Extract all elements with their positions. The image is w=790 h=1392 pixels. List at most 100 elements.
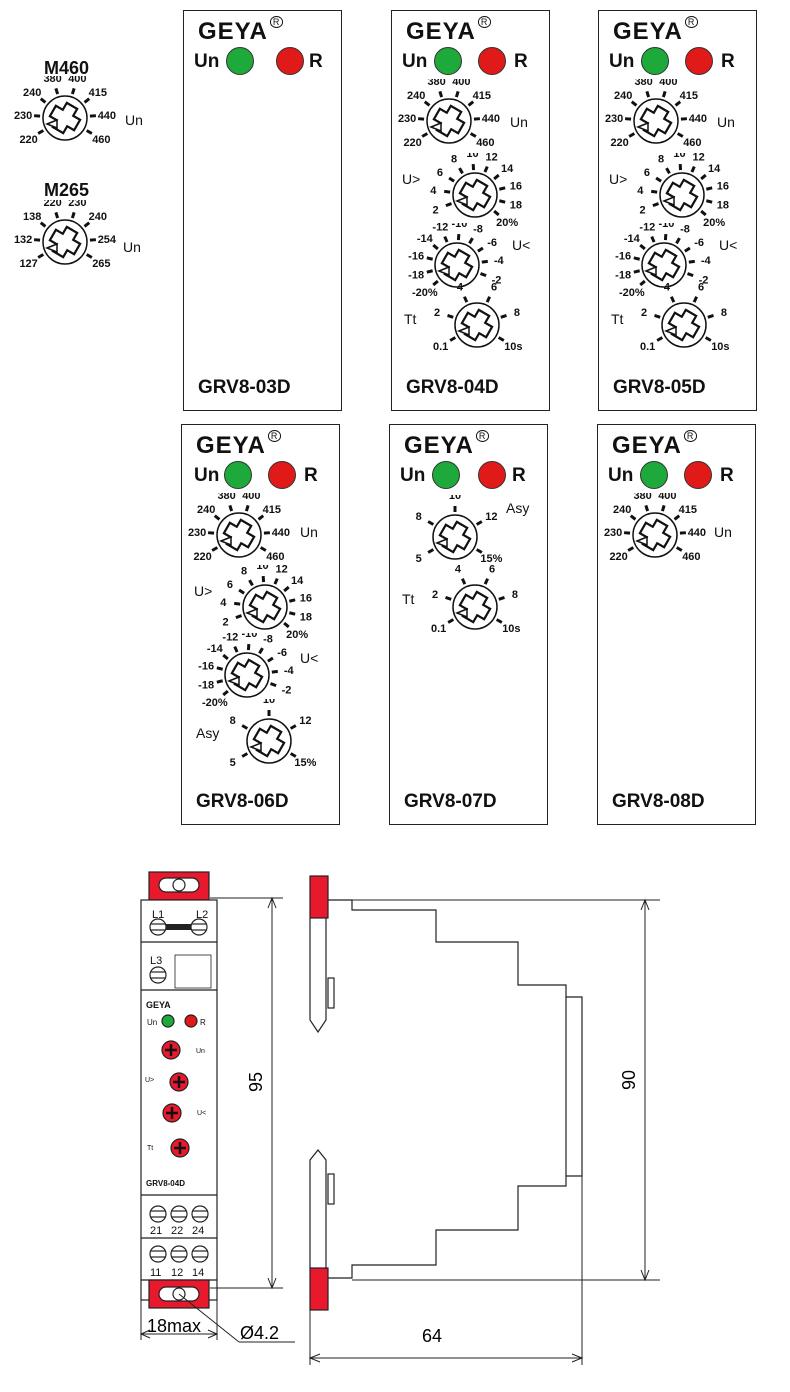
dial-tick-mark [438,90,444,98]
dimension-18max: 18max [147,1316,201,1336]
dial-tick-mark [463,296,469,303]
uunder-dial[interactable]: -2-4-6-8-10-12-14-16-18-20% [402,218,512,303]
dial-tick-label: 12 [486,153,498,163]
dial-tick-mark [670,296,676,303]
dimension-64: 64 [422,1326,442,1346]
relay-led-icon [478,47,506,75]
dial-tick-label: 6 [698,283,704,294]
relay-led-icon [478,461,506,489]
dial-tick-label: 230 [604,527,622,539]
dial-tick-label: -16 [615,250,631,262]
dial-tick-mark [652,202,660,208]
tt-dial-label: Tt [404,311,417,327]
dial-tick-mark [39,221,47,228]
variant-m460-title: M460 [44,58,90,78]
dial-tick-mark [665,167,671,175]
dial-tick-mark [675,237,681,245]
dial-tick-label: -2 [282,684,292,696]
dial-tick-label: 240 [197,504,215,516]
uunder-dial[interactable]: -2-4-6-8-10-12-14-16-18-20% [192,628,302,713]
dial-tick-mark [448,176,455,183]
dial-tick-mark [675,546,683,552]
dial-pointer-icon [643,265,657,277]
dial-tick-label: 20% [286,629,308,641]
dial-pointer-icon [44,242,58,254]
dial-tick-mark [458,167,464,175]
dial-tick-mark [85,253,93,259]
dial-tick-label: 14 [501,163,514,175]
dial-tick-mark [258,647,264,655]
dial-tick-label: 400 [68,76,86,85]
side-view [309,875,583,1311]
dial-tick-label: 4 [637,185,644,197]
dial-tick-label: -10 [241,633,257,640]
uover-dial-label: U> [194,583,213,599]
dial-tick-label: 0.1 [433,341,448,353]
dial-tick-label: 460 [476,137,494,149]
asy-dial-label: Asy [506,500,530,516]
dimension-90: 90 [619,1070,639,1090]
dial-tick-mark [498,595,505,601]
dial-tick-mark [700,173,707,181]
dial-pointer-icon [44,118,58,130]
dial-tick-mark [241,752,249,758]
dial-tick-label: 6 [227,579,233,591]
mini-uover-dial-label: U> [145,1077,154,1084]
dial-pointer-icon [456,325,470,337]
dial-tick-mark [269,682,277,688]
dial-pointer-icon [436,265,450,277]
power-led-icon [224,461,252,489]
dial-tick-mark [421,132,429,138]
dimension-hole: Ø4.2 [240,1323,279,1343]
dial-tick-label: 8 [721,307,727,319]
dial-tick-label: 138 [23,211,41,223]
dial-tick-mark [661,90,667,98]
power-led-icon [226,47,254,75]
dial-tick-mark [500,313,507,319]
r-led-label: R [720,465,734,486]
dial-tick-mark [493,173,500,181]
dial-tick-label: 220 [610,137,628,149]
dial-tick-label: -18 [198,680,214,692]
terminal-l1-label: L1 [152,909,164,921]
dial-tick-mark [267,656,274,663]
dial-tick-mark [426,269,434,274]
dial-tick-label: 14 [291,575,304,587]
dial-tick-label: -14 [417,233,434,245]
terminal-12-label: 12 [171,1267,183,1279]
dial-tick-label: 20% [703,217,725,229]
dial-tick-label: 230 [398,113,416,125]
dial-tick-label: 240 [89,211,107,223]
dial-tick-label: 460 [683,137,701,149]
mini-un-dial-label: Un [196,1048,205,1055]
dial-tick-label: 240 [613,504,631,516]
dial-tick-label: 2 [434,307,440,319]
dial-tick-label: 380 [634,79,652,88]
dial-tick-mark [651,189,658,194]
dial-tick-label: 8 [230,715,236,727]
dial-tick-mark [498,199,506,204]
terminal-21-label: 21 [150,1225,162,1237]
dial-tick-mark [656,336,664,342]
dial-tick-mark [468,237,474,245]
uunder-dial-label: U< [512,237,531,253]
dial-tick-label: 10 [263,699,275,706]
dial-tick-label: 440 [98,110,116,122]
dial-tick-mark [475,548,483,554]
dial-tick-mark [427,548,435,554]
dial-tick-mark [241,724,249,730]
